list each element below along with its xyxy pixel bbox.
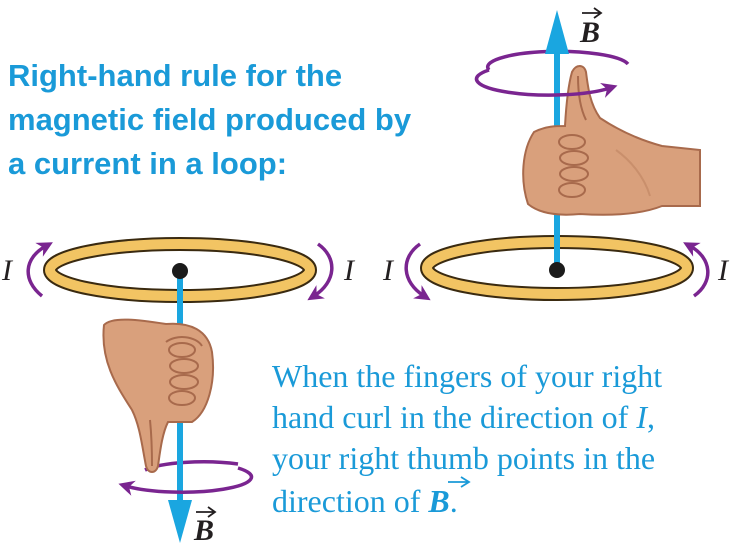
right-top-curl-arrow — [474, 68, 618, 98]
right-field-label: B — [579, 7, 603, 49]
right-field-arrowhead — [545, 10, 569, 54]
left-field-arrowhead — [168, 500, 192, 543]
caption-field-vector-arrow — [448, 476, 471, 488]
caption-field-symbol: B — [427, 483, 449, 519]
caption-line-4-end: . — [450, 483, 458, 519]
left-loop-assembly: I I B — [1, 237, 356, 547]
left-field-vector-arrow — [196, 506, 217, 518]
caption-current-symbol: I — [635, 399, 648, 435]
caption-line-2-end: , — [647, 399, 655, 435]
caption-line-2: hand curl in the direction of I, — [272, 399, 655, 435]
right-current-label-left: I — [382, 254, 395, 287]
left-loop-center-dot — [172, 263, 188, 279]
right-current-label-right: I — [717, 254, 730, 287]
heading-line-2: magnetic field produced by — [8, 102, 412, 137]
right-hand-icon — [522, 65, 701, 216]
heading-line-1: Right-hand rule for the — [8, 58, 342, 93]
left-field-label-text: B — [193, 514, 214, 547]
right-loop-current-arrow-left — [404, 242, 431, 301]
right-field-vector-arrow — [582, 7, 603, 19]
right-loop-assembly: I I B — [382, 7, 730, 301]
left-hand-icon — [102, 318, 214, 473]
caption: When the fingers of your right hand curl… — [272, 358, 662, 519]
left-field-label: B — [193, 506, 217, 547]
left-loop-current-arrow-right — [307, 242, 334, 301]
left-loop-current-arrow-left — [26, 242, 53, 298]
right-loop-center-dot — [549, 262, 565, 278]
caption-line-2-start: hand curl in the direction of — [272, 399, 636, 435]
right-top-curl-back — [485, 49, 630, 72]
heading: Right-hand rule for the magnetic field p… — [8, 58, 412, 181]
left-current-label-right: I — [343, 254, 356, 287]
right-field-label-text: B — [579, 16, 600, 49]
caption-line-4-start: direction of — [272, 483, 428, 519]
caption-line-4: direction of B. — [272, 483, 458, 519]
caption-line-1: When the fingers of your right — [272, 358, 662, 394]
left-bottom-curl-arrow — [118, 466, 254, 496]
left-current-label-left: I — [1, 254, 14, 287]
caption-line-3: your right thumb points in the — [272, 440, 655, 476]
heading-line-3: a current in a loop: — [8, 146, 287, 181]
right-loop-current-arrow-right — [683, 242, 710, 298]
